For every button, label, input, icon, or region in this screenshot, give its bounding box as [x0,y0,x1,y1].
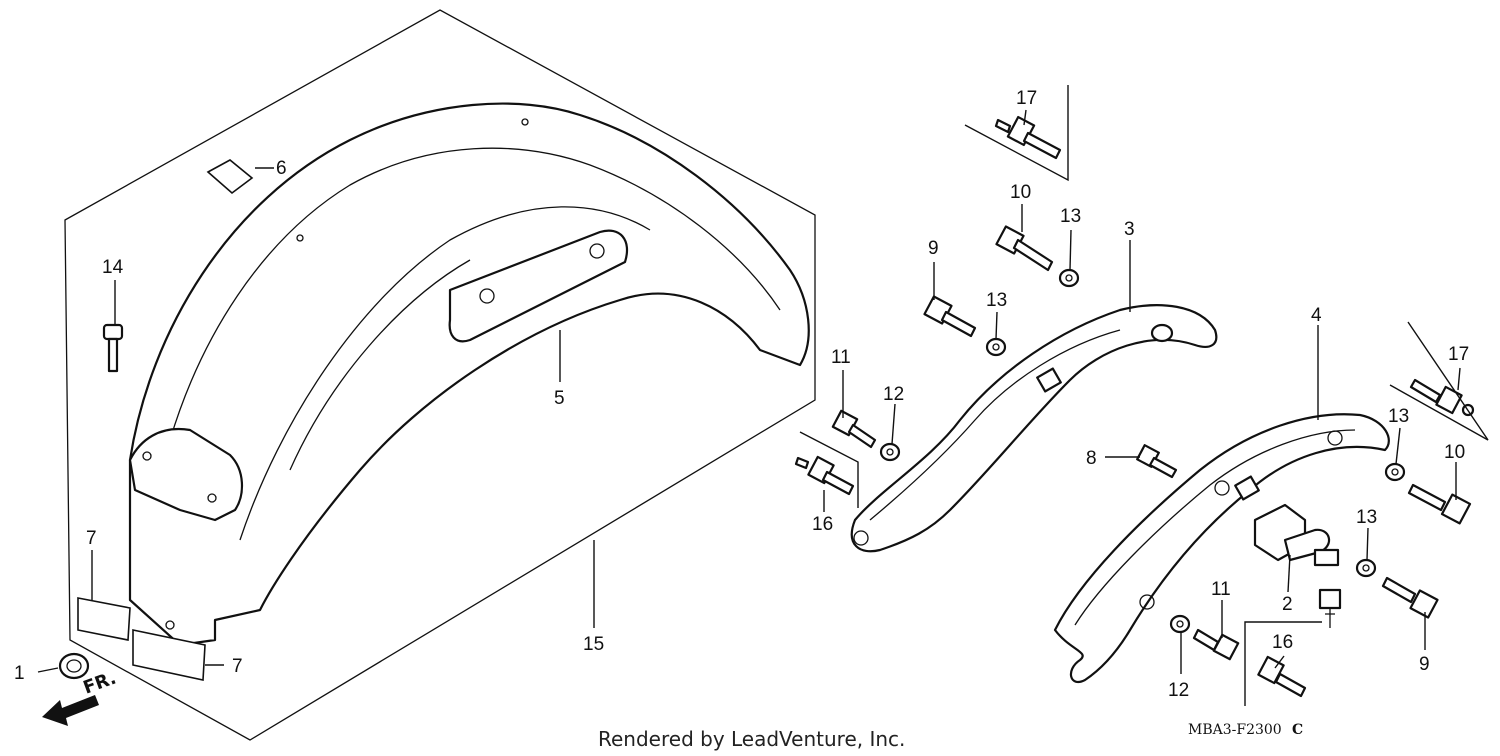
bolt-14[interactable] [102,323,124,373]
callout-14: 14 [102,257,124,278]
washer-13-b[interactable] [985,337,1007,357]
washer-12-left[interactable] [879,442,901,462]
callout-16-left: 16 [812,514,833,535]
diagram-code-suffix: C [1292,722,1303,738]
bolt-9-left[interactable] [923,295,977,338]
bolt-10-upper[interactable] [995,225,1054,272]
diagram-code: MBA3-F2300 C [1188,722,1303,738]
callout-3: 3 [1124,219,1135,240]
rubber-pad-6[interactable] [206,159,254,195]
grommet-1[interactable] [58,652,90,680]
reflector-7-upper[interactable] [77,597,131,641]
callout-4: 4 [1311,305,1322,326]
callout-6: 6 [276,158,287,179]
callout-11-left: 11 [831,347,851,368]
helmet-lock-2[interactable] [1253,503,1342,628]
callout-15: 15 [583,634,604,655]
washer-12-right[interactable] [1169,614,1191,634]
bolt-16-right[interactable] [1257,655,1307,698]
callout-13-b: 13 [986,290,1007,311]
bolt-9-right[interactable] [1381,576,1439,619]
rendered-by-footer: Rendered by LeadVenture, Inc. [598,727,905,751]
diagram-code-text: MBA3-F2300 [1188,722,1282,738]
callout-9-right: 9 [1419,654,1430,675]
exploded-view-boundary [64,9,816,741]
bolt-17-right[interactable] [1409,378,1475,417]
bolt-16-left[interactable] [794,455,855,496]
fender-strut-3[interactable] [850,304,1218,553]
washer-13-c[interactable] [1384,462,1406,482]
callout-1: 1 [14,663,25,684]
bolt-11-right[interactable] [1192,628,1240,661]
leader-lines [37,85,1489,706]
callout-17-right: 17 [1448,344,1469,365]
bolt-17-upper[interactable] [994,115,1062,160]
bolt-8[interactable] [1136,444,1178,479]
callout-9-left: 9 [928,238,939,259]
callout-10-upper: 10 [1010,182,1031,203]
callout-16-right: 16 [1272,632,1293,653]
callout-7-lower: 7 [232,656,243,677]
callout-13-c: 13 [1388,406,1409,427]
rear-fender[interactable] [128,102,810,647]
callout-10-right: 10 [1444,442,1465,463]
callout-12-right: 12 [1168,680,1189,701]
callout-labels: 1 2 3 4 5 6 7 7 8 9 9 10 10 11 11 12 12 … [14,88,1469,701]
washer-13-d[interactable] [1355,558,1377,578]
reflector-7-lower[interactable] [132,629,206,681]
bolt-11-left[interactable] [831,409,877,449]
callout-17-upper: 17 [1016,88,1037,109]
callout-8: 8 [1086,448,1097,469]
callout-2: 2 [1282,594,1293,615]
callout-7-upper: 7 [86,528,97,549]
callout-5: 5 [554,388,565,409]
bolt-10-right[interactable] [1407,483,1472,525]
fender-strut-4[interactable] [1053,413,1390,683]
callout-13-d: 13 [1356,507,1377,528]
callout-13-a: 13 [1060,206,1081,227]
callout-11-right: 11 [1211,579,1231,600]
washer-13-a[interactable] [1058,268,1080,288]
callout-12-left: 12 [883,384,904,405]
